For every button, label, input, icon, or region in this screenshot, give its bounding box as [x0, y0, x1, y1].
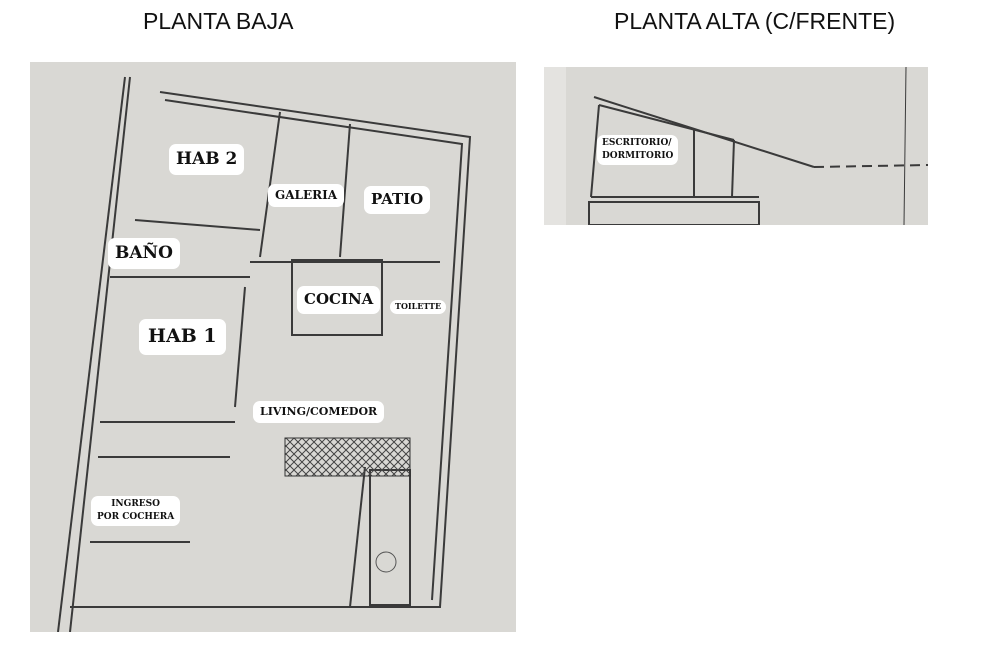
ground-floor-drawing [57, 76, 472, 632]
ingreso-line-1: INGRESO [111, 499, 161, 509]
ground-floor-plan: HAB 2 GALERIA PATIO BAÑO COCINA TOILETTE… [30, 62, 516, 632]
room-label-escritorio-dormitorio: ESCRITORIO/ DORMITORIO [597, 135, 679, 166]
room-label-ingreso-cochera: INGRESO POR COCHERA [91, 496, 181, 527]
ingreso-line-2: POR COCHERA [97, 512, 175, 523]
room-label-cocina: COCINA [297, 286, 381, 314]
room-label-toilette: TOILETTE [390, 300, 447, 314]
room-label-galeria: GALERIA [268, 184, 345, 208]
room-label-bano: BAÑO [108, 238, 180, 269]
upper-floor-title: PLANTA ALTA (C/FRENTE) [614, 8, 896, 34]
escritorio-line-1: ESCRITORIO/ [602, 138, 672, 148]
upper-floor-drawing [544, 67, 928, 225]
room-label-hab1: HAB 1 [139, 319, 226, 355]
room-label-patio: PATIO [364, 186, 431, 214]
upper-floor-plan: ESCRITORIO/ DORMITORIO [544, 67, 928, 225]
escritorio-line-2: DORMITORIO [602, 151, 674, 162]
room-label-living-comedor: LIVING/COMEDOR [253, 401, 385, 423]
ground-floor-title: PLANTA BAJA [143, 8, 294, 34]
room-label-hab2: HAB 2 [169, 144, 245, 175]
hatched-area [284, 437, 411, 477]
